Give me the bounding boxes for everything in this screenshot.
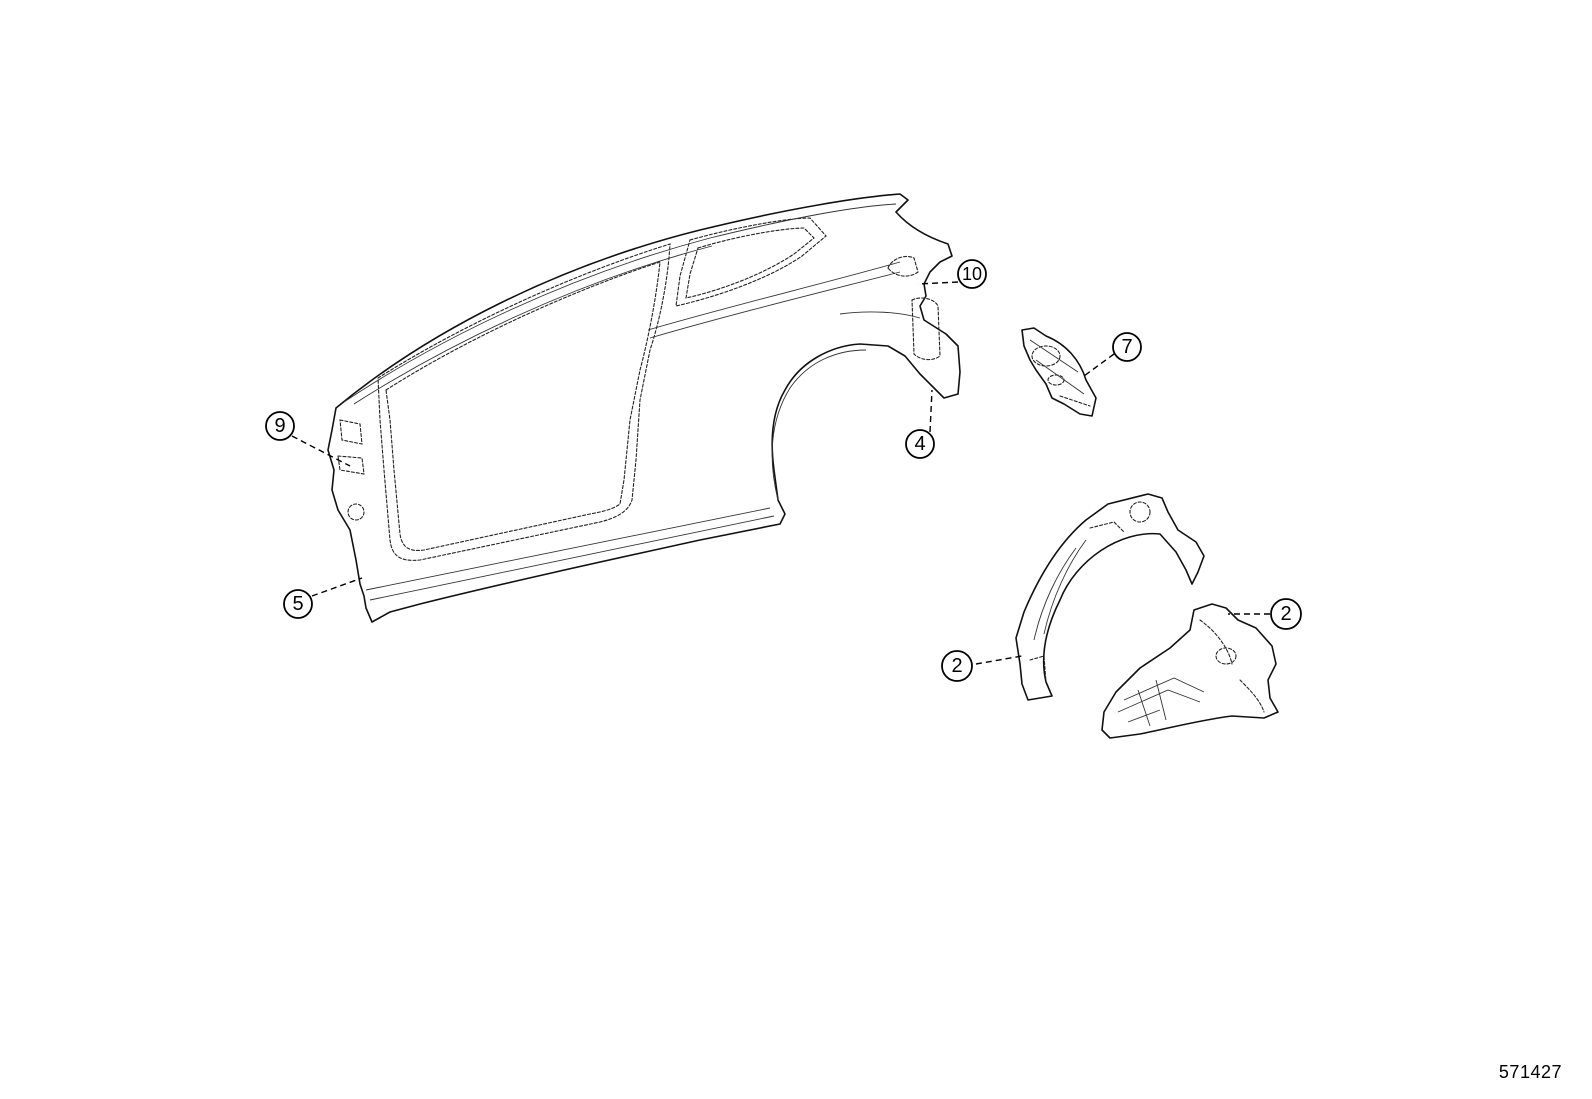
callout-5-label: 5	[292, 593, 303, 615]
leader-2-left	[975, 655, 1023, 665]
bracket-part[interactable]	[1021, 327, 1097, 417]
callout-2-left-label: 2	[951, 655, 962, 677]
leader-9	[291, 435, 351, 467]
leader-10	[917, 281, 959, 285]
leader-5	[311, 577, 363, 597]
callout-9-label: 9	[274, 415, 285, 437]
callout-4-label: 4	[914, 433, 925, 455]
outer-wheel-house[interactable]	[1101, 603, 1279, 739]
side-outer-panel[interactable]	[327, 193, 961, 623]
callout-2-right[interactable]: 2	[1270, 598, 1302, 630]
callout-2-left[interactable]: 2	[941, 650, 973, 682]
callout-4[interactable]: 4	[905, 429, 935, 459]
inner-wheel-house[interactable]	[1015, 493, 1205, 701]
leader-7	[1083, 353, 1115, 377]
fuel-filler-pocket[interactable]	[887, 255, 941, 361]
callout-9[interactable]: 9	[265, 411, 295, 441]
callout-2-right-label: 2	[1280, 603, 1291, 625]
leader-4	[929, 389, 933, 433]
callout-7[interactable]: 7	[1112, 332, 1142, 362]
callout-5[interactable]: 5	[283, 589, 313, 619]
callout-10-label: 10	[962, 264, 982, 284]
callout-7-label: 7	[1121, 336, 1132, 358]
callout-10[interactable]: 10	[957, 259, 987, 289]
illustration-reference-number: 571427	[1498, 1062, 1562, 1082]
leader-lines	[291, 281, 1270, 665]
